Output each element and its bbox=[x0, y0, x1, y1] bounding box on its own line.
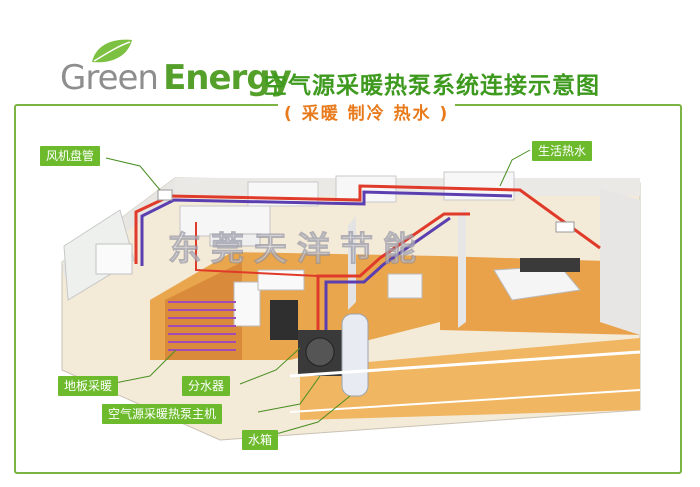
label-manifold: 分水器 bbox=[182, 376, 230, 396]
bedroom-partition bbox=[458, 208, 466, 328]
sofa-right bbox=[270, 300, 298, 340]
label-heat-pump: 空气源采暖热泵主机 bbox=[102, 404, 222, 424]
watermark-text: 东莞天洋节能 bbox=[168, 222, 426, 270]
sofa-left bbox=[234, 282, 260, 326]
bed-headboard bbox=[520, 258, 580, 272]
heat-pump-fan bbox=[306, 338, 334, 366]
fan-coil-unit-2 bbox=[556, 222, 574, 232]
label-water-tank: 水箱 bbox=[242, 430, 278, 450]
back-wall-window-2 bbox=[336, 176, 396, 202]
study-desk bbox=[388, 274, 422, 298]
label-floor-heating: 地板采暖 bbox=[58, 376, 118, 396]
label-fan-coil: 风机盘管 bbox=[40, 146, 100, 166]
water-tank-unit bbox=[342, 314, 368, 396]
right-wall bbox=[600, 188, 640, 335]
fan-coil-unit bbox=[158, 190, 172, 200]
label-hot-water: 生活热水 bbox=[532, 141, 592, 161]
floor-heating-coil bbox=[168, 302, 236, 350]
bookshelf bbox=[96, 244, 132, 274]
